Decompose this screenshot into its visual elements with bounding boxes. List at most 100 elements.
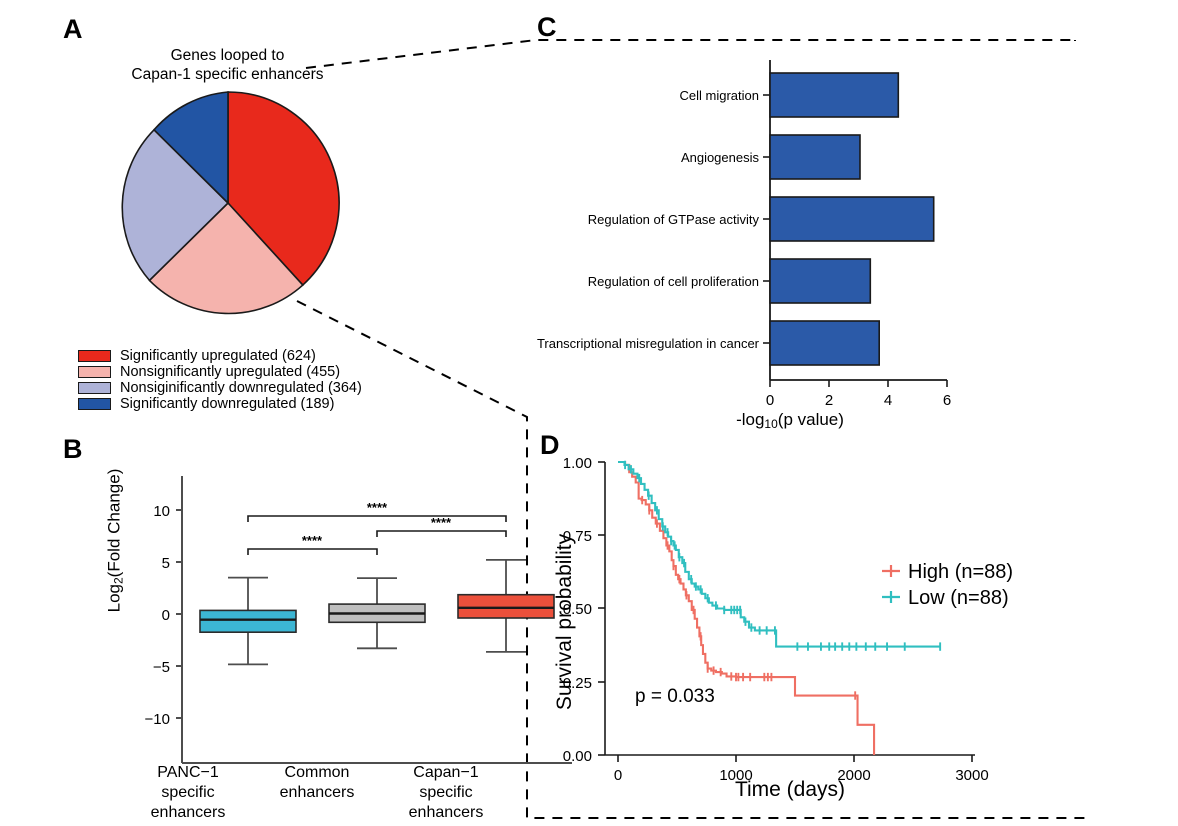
category-label-line1: Common xyxy=(284,764,350,781)
panel-c-x-axis-title: -log10(p value) xyxy=(700,410,880,431)
panel-d-km-plot: 1.00 0.75 0.50 0.25 0.00 0 1000 2000 300… xyxy=(563,455,1013,784)
x-axis-title-prefix: -log xyxy=(736,410,765,429)
km-curve-low xyxy=(618,460,941,648)
x-tick-label-0: 0 xyxy=(614,767,622,784)
x-tick-label-1000: 1000 xyxy=(719,767,752,784)
bar-regulation-of-cell-proliferation xyxy=(769,258,872,304)
panel-d-pvalue-annotation: p = 0.033 xyxy=(635,686,715,707)
x-tick-label-3000: 3000 xyxy=(955,767,988,784)
pie-slice-nonsiginificantly-downregulated xyxy=(121,128,230,282)
y-tick-label-10: 10 xyxy=(153,503,170,520)
y-axis-title-prefix: Log xyxy=(104,584,124,613)
km-curve-high xyxy=(618,460,876,755)
panel-d-x-axis-title: Time (days) xyxy=(734,778,846,801)
legend-swatch-icon xyxy=(78,366,111,378)
x-tick-label-0: 0 xyxy=(766,392,774,409)
bar-regulation-of-gtpase-activity xyxy=(769,196,935,242)
y-tick-label-100: 1.00 xyxy=(563,455,592,472)
legend-label: Significantly upregulated (624) xyxy=(120,347,316,364)
legend-label-low: Low (n=88) xyxy=(908,587,1009,609)
legend-item-nonsignificantly-upregulated: Nonsignificantly upregulated (455) xyxy=(78,364,362,380)
panel-a-title-line1: Genes looped to xyxy=(170,47,285,64)
km-curve-layer xyxy=(618,460,942,755)
legend-item-nonsiginificantly-downregulated: Nonsiginificantly downregulated (364) xyxy=(78,380,362,396)
category-label-cell-migration: Cell migration xyxy=(680,88,759,103)
panel-a-pie-chart xyxy=(121,91,340,315)
panel-a-legend: Significantly upregulated (624) Nonsigni… xyxy=(78,348,362,412)
bar-transcriptional-misregulation-group: Transcriptional misregulation in cancer xyxy=(537,320,880,366)
bar-transcriptional-misregulation-in-cancer xyxy=(769,320,880,366)
panel-c-letter: C xyxy=(537,12,557,42)
legend-label: Nonsignificantly upregulated (455) xyxy=(120,363,341,380)
legend-swatch-icon xyxy=(78,382,111,394)
km-censor-marks-high xyxy=(641,495,857,700)
significance-stars: **** xyxy=(302,533,323,548)
legend-item-high: High (n=88) xyxy=(882,561,1013,583)
boxplot-capan1 xyxy=(457,559,555,653)
panel-a-title: Genes looped to Capan-1 specific enhance… xyxy=(115,46,340,85)
legend-item-significantly-upregulated: Significantly upregulated (624) xyxy=(78,348,362,364)
bar-angiogenesis-group: Angiogenesis xyxy=(681,134,861,180)
legend-item-significantly-downregulated: Significantly downregulated (189) xyxy=(78,396,362,412)
category-label-line1: Capan−1 xyxy=(413,764,479,781)
box-rect xyxy=(457,593,555,619)
y-axis-title-subscript: 2 xyxy=(111,577,126,584)
y-tick-label-0: 0 xyxy=(162,607,170,624)
panel-b-letter: B xyxy=(63,434,83,464)
panel-d-axes: 1.00 0.75 0.50 0.25 0.00 0 1000 2000 300… xyxy=(563,455,989,784)
significance-bracket-panc1-capan1: **** xyxy=(247,500,507,522)
panel-d-legend: High (n=88) Low (n=88) xyxy=(882,561,1013,609)
category-label-line2: specific enhancers xyxy=(408,784,484,821)
bar-gtpase-group: Regulation of GTPase activity xyxy=(588,196,935,242)
boxplot-common xyxy=(328,577,426,650)
category-label-line1: PANC−1 xyxy=(157,764,219,781)
bracket-path xyxy=(376,530,507,537)
bar-angiogenesis xyxy=(769,134,861,180)
legend-swatch-icon xyxy=(78,398,111,410)
panel-b-y-axis-title: Log2(Fold Change) xyxy=(105,421,126,661)
y-tick-label-minus10: −10 xyxy=(145,711,170,728)
panel-d-letter: D xyxy=(540,430,560,460)
category-label-line2: specific enhancers xyxy=(150,784,226,821)
bracket-path xyxy=(247,515,507,522)
legend-label: Nonsiginificantly downregulated (364) xyxy=(120,379,362,396)
legend-label: Significantly downregulated (189) xyxy=(120,395,335,412)
box-rect xyxy=(199,609,297,634)
x-tick-label-6: 6 xyxy=(943,392,951,409)
significance-bracket-panc1-common: **** xyxy=(247,533,378,555)
connector-line-top xyxy=(305,39,1075,69)
category-label-gtpase: Regulation of GTPase activity xyxy=(588,212,760,227)
category-label-angiogenesis: Angiogenesis xyxy=(681,150,760,165)
y-tick-label-000: 0.00 xyxy=(563,748,592,765)
km-censor-marks-low xyxy=(624,460,942,651)
y-axis-title-suffix: (Fold Change) xyxy=(104,468,124,578)
panel-d-y-axis-title: Survival probability xyxy=(553,533,576,711)
y-tick-label-025: 0.25 xyxy=(563,675,592,692)
y-tick-label-5: 5 xyxy=(162,555,170,572)
legend-label-high: High (n=88) xyxy=(908,561,1013,583)
bar-cell-migration xyxy=(769,72,900,118)
panel-b-axes: 10 5 0 −5 −10 xyxy=(145,476,572,764)
category-label-cell-proliferation: Regulation of cell proliferation xyxy=(588,274,759,289)
panel-a-title-line2: Capan-1 specific enhancers xyxy=(131,66,324,84)
x-axis-title-suffix: (p value) xyxy=(777,410,844,429)
x-axis-title-subscript: 10 xyxy=(764,417,778,431)
pie-slice-nonsignificantly-upregulated xyxy=(148,201,304,315)
panel-c-bar-chart: Cell migration Angiogenesis Regulation o… xyxy=(537,60,951,409)
y-tick-label-050: 0.50 xyxy=(563,601,592,618)
y-tick-label-075: 0.75 xyxy=(563,528,592,545)
x-tick-label-2000: 2000 xyxy=(837,767,870,784)
panel-b-category-common: Common enhancers xyxy=(262,763,372,803)
boxplot-panc1 xyxy=(199,576,297,666)
significance-bracket-common-capan1: **** xyxy=(376,515,507,537)
x-tick-label-2: 2 xyxy=(825,392,833,409)
significance-stars: **** xyxy=(367,500,388,515)
significance-stars: **** xyxy=(431,515,452,530)
x-tick-label-4: 4 xyxy=(884,392,892,409)
bracket-path xyxy=(247,548,378,555)
bar-cell-proliferation-group: Regulation of cell proliferation xyxy=(588,258,872,304)
category-label-line2: enhancers xyxy=(279,784,355,801)
category-label-transcriptional: Transcriptional misregulation in cancer xyxy=(537,336,760,351)
bar-cell-migration-group: Cell migration xyxy=(680,72,900,118)
